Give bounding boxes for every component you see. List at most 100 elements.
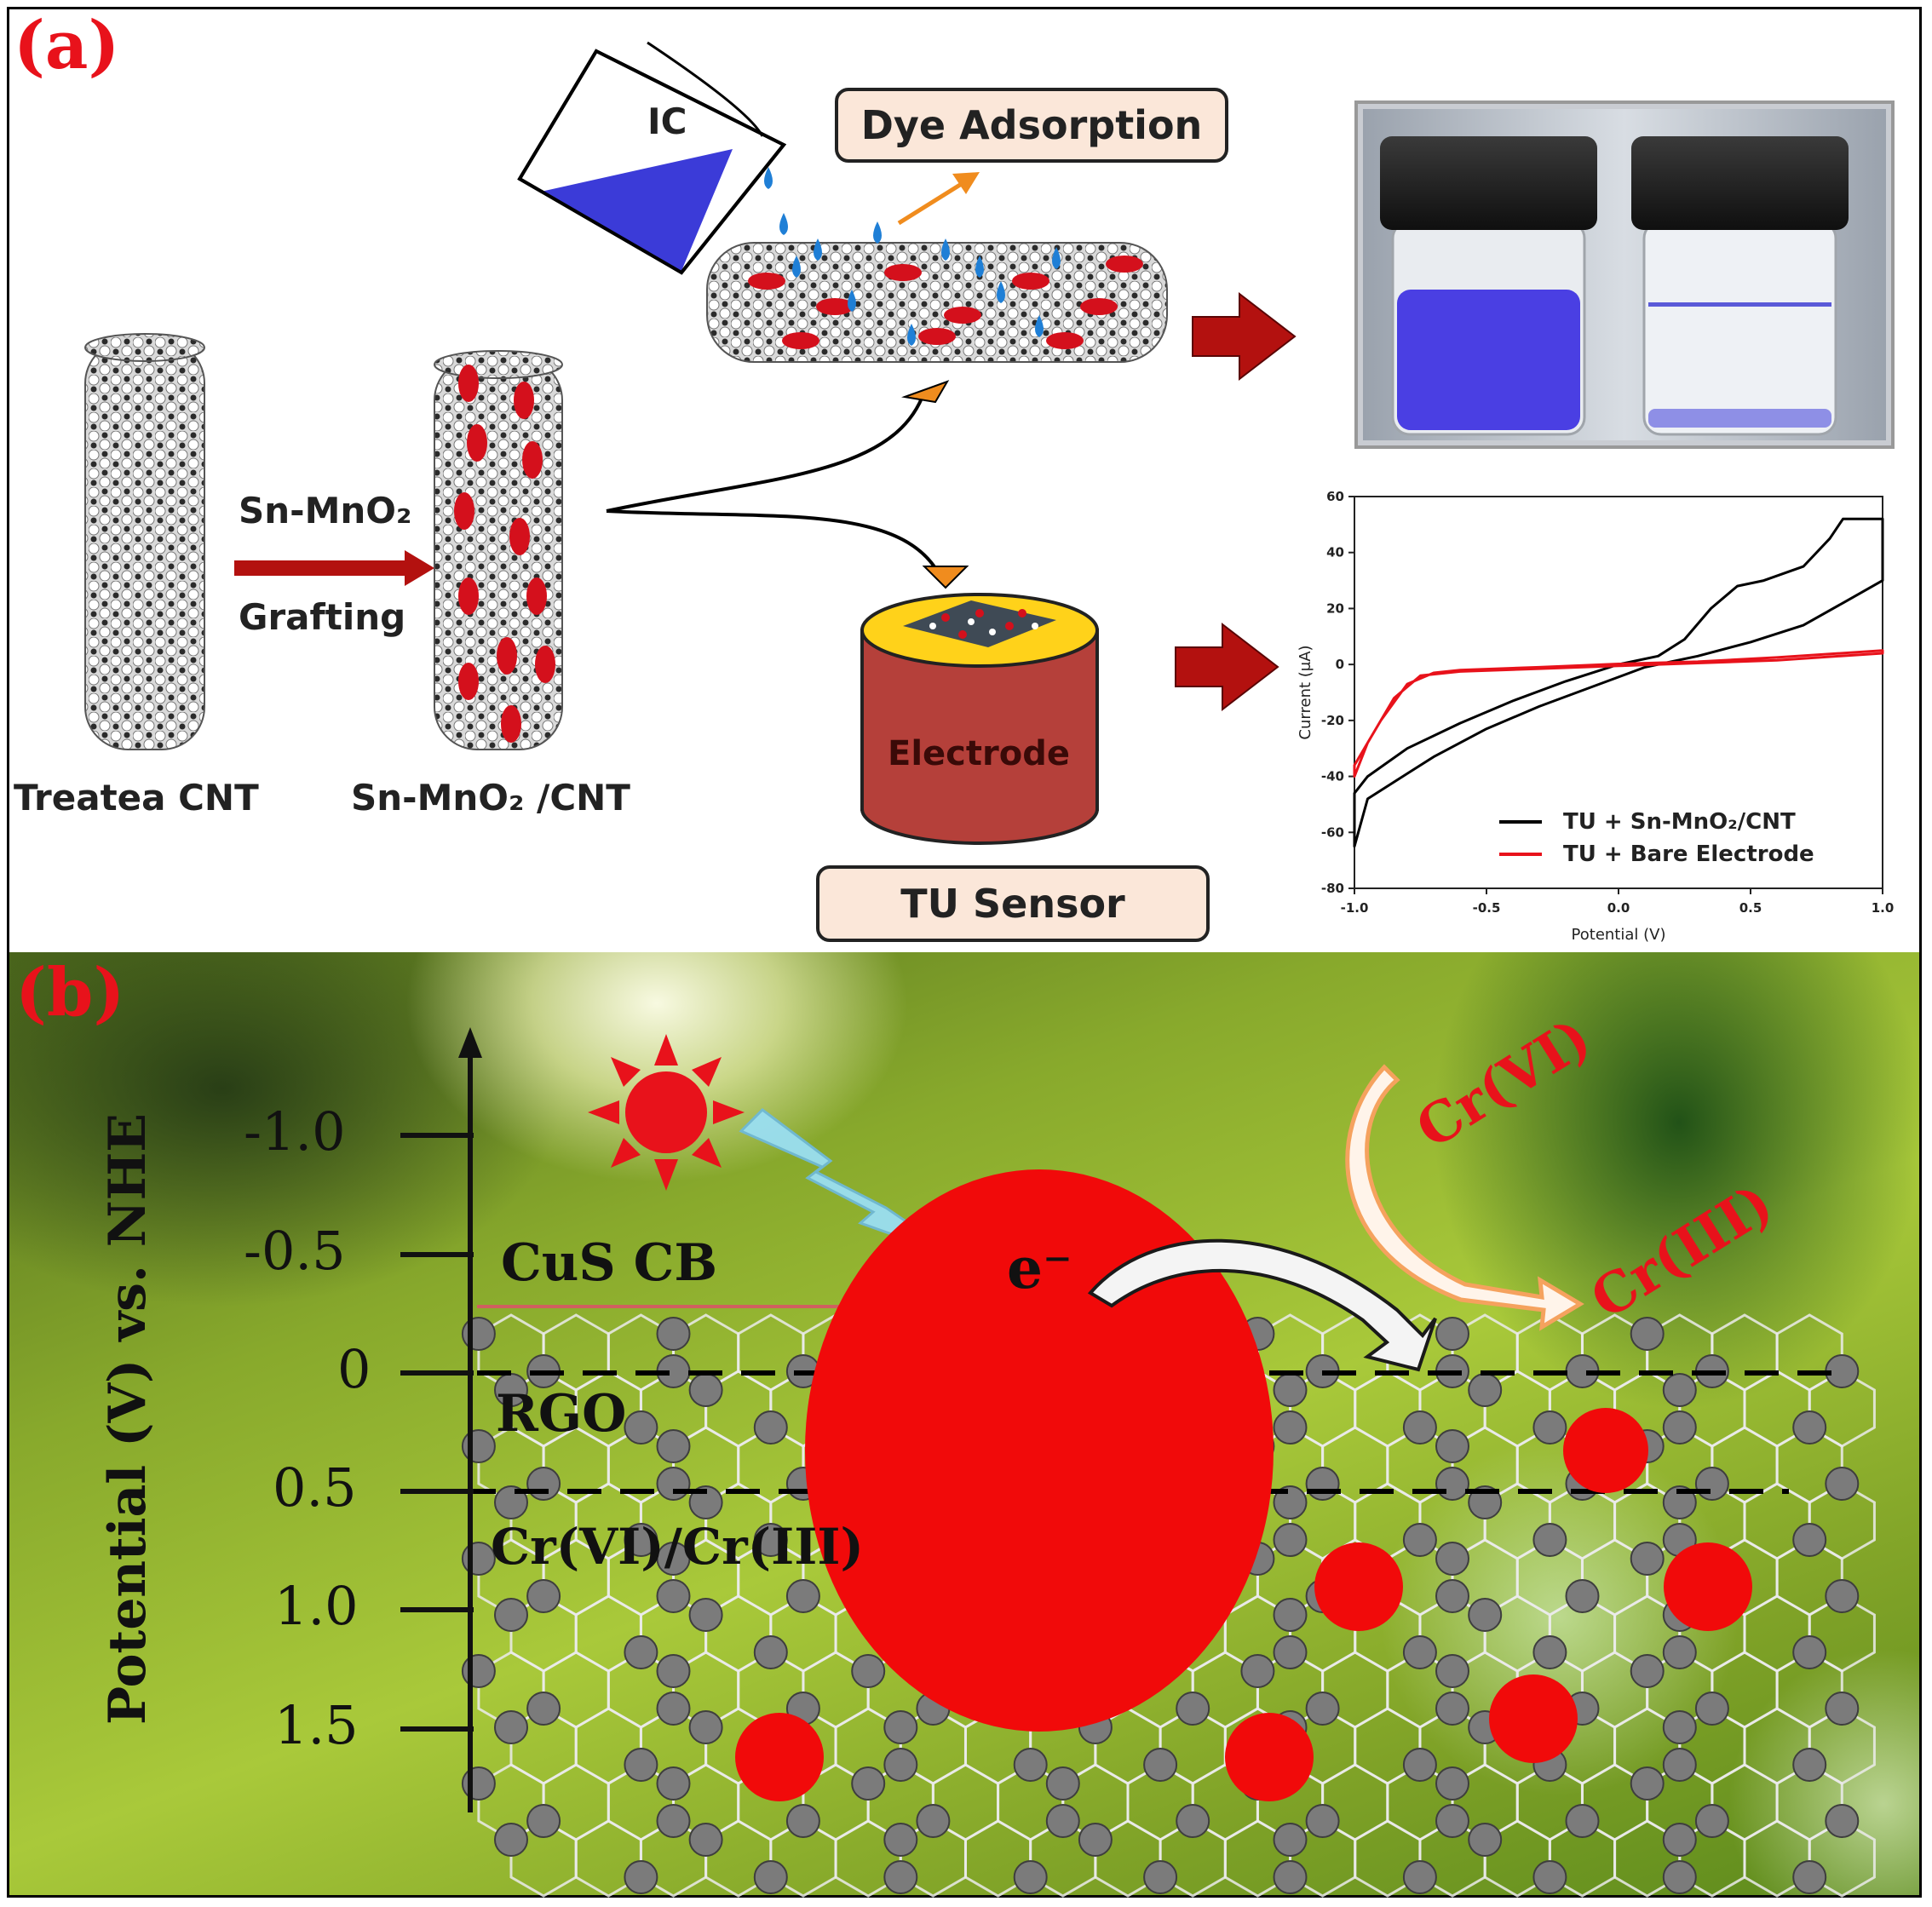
cv-legend-label-1: TU + Bare Electrode: [1563, 841, 1814, 867]
lattice-atom: [461, 1317, 496, 1351]
lattice-atom: [656, 1429, 691, 1463]
dye-loaded-cnt: [706, 221, 1168, 363]
treated-cnt-tube: [84, 333, 205, 750]
composite-label: Sn-MnO₂ /CNT: [351, 777, 630, 819]
tick-label-0: 0: [337, 1338, 371, 1400]
potential-axis-arrowhead: [458, 1027, 482, 1058]
lattice-atom: [1694, 1692, 1729, 1726]
lattice-atom: [1435, 1579, 1469, 1613]
step-label-sn-mno2: Sn-MnO₂: [239, 490, 412, 531]
electron-label: e⁻: [1007, 1235, 1072, 1301]
adsorption-arrow: [897, 172, 980, 226]
red-arrow-vials: [1192, 291, 1297, 382]
lattice-atom: [1630, 1654, 1665, 1688]
branch-arrowhead-down: [922, 566, 969, 589]
branch-arrowhead-up: [901, 380, 950, 404]
lattice-atom: [1143, 1860, 1178, 1894]
lattice-atom: [883, 1710, 918, 1744]
potential-axis-ticks: [400, 1133, 474, 1732]
cv-y-tick-label: -80: [1321, 881, 1344, 896]
lattice-atom: [1273, 1373, 1308, 1407]
lattice-atom: [1662, 1710, 1697, 1744]
lattice-atom: [1792, 1523, 1827, 1557]
lattice-atom: [1468, 1373, 1503, 1407]
lattice-atom: [1402, 1410, 1437, 1445]
lattice-atom: [1792, 1635, 1827, 1669]
treated-cnt-label: Treatea CNT: [14, 777, 259, 819]
lattice-atom: [688, 1710, 723, 1744]
lattice-atom: [785, 1804, 820, 1838]
potential-axis-title: Potential (V) vs. NHE: [98, 1112, 158, 1725]
cv-y-axis-label: Current (μA): [1297, 645, 1314, 739]
cv-x-tick-label: 0.5: [1739, 900, 1762, 916]
lattice-atom: [656, 1766, 691, 1801]
cus-cb-label: CuS CB: [501, 1233, 718, 1293]
lattice-atom: [1532, 1523, 1567, 1557]
lattice-atom: [1273, 1410, 1308, 1445]
lattice-atom: [1143, 1748, 1178, 1782]
red-arrow-cv: [1175, 622, 1279, 712]
couple-label: Cr(VI)/Cr(III): [491, 1518, 864, 1576]
lattice-atom: [753, 1410, 788, 1445]
cus-particle: [805, 1169, 1274, 1732]
electron-transfer-arrow: [1087, 1238, 1437, 1372]
tu-sensor-label: TU Sensor: [900, 881, 1125, 927]
lattice-atom: [1402, 1635, 1437, 1669]
lattice-atom: [526, 1467, 561, 1501]
lattice-atom: [1305, 1692, 1340, 1726]
lattice-atom: [1662, 1635, 1697, 1669]
lattice-atom: [916, 1804, 951, 1838]
lattice-atom: [624, 1860, 658, 1894]
tick-label-1-0: 1.0: [274, 1575, 359, 1637]
lattice-atom: [656, 1317, 691, 1351]
lattice-atom: [526, 1579, 561, 1613]
lattice-atom: [1825, 1804, 1860, 1838]
panel-a-label: (a): [14, 7, 120, 84]
tick-label-1-5: 1.5: [274, 1694, 359, 1756]
electrode-cylinder: [860, 593, 1099, 845]
lattice-atom: [883, 1748, 918, 1782]
lattice-atom: [753, 1635, 788, 1669]
lattice-atom: [1825, 1467, 1860, 1501]
lattice-atom: [526, 1692, 561, 1726]
sun-icon: [588, 1034, 745, 1191]
vial-photo: [1354, 101, 1895, 449]
beaker-label: IC: [647, 101, 687, 142]
cv-y-tick-label: 40: [1326, 545, 1344, 560]
lattice-atom: [1176, 1804, 1210, 1838]
lattice-atom: [1565, 1579, 1600, 1613]
grafting-arrow: [234, 550, 434, 586]
lattice-atom: [1045, 1804, 1080, 1838]
lattice-atom: [1468, 1823, 1503, 1857]
lattice-atom: [1435, 1429, 1469, 1463]
sn-mno2-cnt-tube: [434, 350, 563, 750]
tick-label-minus-0-5: -0.5: [244, 1220, 346, 1282]
lattice-atom: [1662, 1485, 1697, 1519]
lattice-atom: [656, 1579, 691, 1613]
lattice-atom: [656, 1692, 691, 1726]
lattice-atom: [688, 1485, 723, 1519]
lattice-atom: [526, 1804, 561, 1838]
lattice-atom: [1305, 1804, 1340, 1838]
lattice-atom: [883, 1860, 918, 1894]
cv-y-tick-label: 0: [1336, 657, 1344, 672]
cv-x-tick-label: -1.0: [1341, 900, 1369, 916]
cv-x-tick-label: -0.5: [1473, 900, 1501, 916]
lattice-atom: [1273, 1635, 1308, 1669]
cv-plot-frame: [1354, 496, 1883, 889]
lattice-atom: [1045, 1766, 1080, 1801]
panel-a-graphics: [84, 41, 1895, 845]
cv-y-tick-label: 20: [1326, 600, 1344, 616]
lattice-atom: [624, 1635, 658, 1669]
lattice-atom: [624, 1410, 658, 1445]
lattice-atom: [1630, 1766, 1665, 1801]
cv-y-tick-label: -60: [1321, 824, 1344, 840]
cv-legend-label-0: TU + Sn-MnO₂/CNT: [1563, 809, 1796, 835]
lattice-atom: [1662, 1410, 1697, 1445]
electrode-label: Electrode: [888, 734, 1070, 773]
lattice-atom: [656, 1654, 691, 1688]
lattice-atom: [1468, 1598, 1503, 1632]
dye-adsorption-label: Dye Adsorption: [860, 102, 1203, 148]
